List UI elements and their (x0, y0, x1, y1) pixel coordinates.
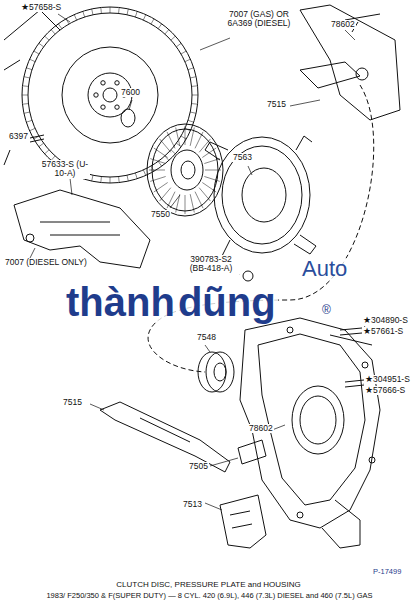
part-number: 7515 (266, 100, 287, 109)
pressure-plate (205, 136, 316, 260)
part-number: 7007 (DIESEL ONLY) (4, 258, 88, 267)
part-number: 7505 (188, 462, 209, 471)
dust-cover (14, 190, 150, 268)
bolt (26, 234, 34, 242)
boot (220, 495, 266, 548)
watermark: ® (320, 304, 333, 317)
fork-detail (300, 5, 400, 120)
caption-line: 1983/ F250/350 & F(SUPER DUTY) — 8 CYL. … (0, 592, 417, 600)
bell-housing (240, 318, 380, 548)
part-number: 78602 (248, 424, 274, 433)
part-number: 57633-S (U-10-A) (40, 160, 90, 179)
part-number: ★304890-S (362, 316, 409, 325)
part-number: 6397 (8, 132, 29, 141)
watermark: dũng (176, 282, 278, 322)
part-number: 78602 (330, 20, 356, 29)
bolts (340, 328, 364, 387)
watermark: Auto (300, 258, 349, 280)
part-number: ★304951-S (364, 375, 411, 384)
release-lever (100, 402, 230, 472)
flywheel (22, 7, 198, 183)
dowel (30, 135, 44, 142)
clutch-disc (147, 124, 223, 216)
release-bearing (198, 352, 234, 392)
part-number: ★57661-S (362, 327, 404, 336)
figure-number: P-17499 (372, 568, 402, 576)
engine-outline (4, 10, 60, 165)
watermark: thành (64, 282, 177, 322)
part-number: 7515 (62, 398, 83, 407)
pilot-bearing (121, 109, 135, 127)
part-number: 7600 (120, 88, 141, 97)
caption: CLUTCH DISC, PRESSURE PLATE and HOUSING (0, 580, 417, 589)
part-number: 7563 (232, 153, 253, 162)
bolt (243, 271, 253, 281)
part-number: 7550 (150, 210, 171, 219)
part-number: 7548 (196, 333, 217, 342)
part-number: 7513 (182, 500, 203, 509)
part-number: 7007 (GAS) OR 6A369 (DIESEL) (222, 10, 296, 29)
part-number: ★57666-S (364, 386, 406, 395)
part-number: 390783-S2 (BB-418-A) (180, 255, 242, 274)
pivot (238, 440, 266, 464)
part-number: ★57658-S (20, 3, 62, 12)
